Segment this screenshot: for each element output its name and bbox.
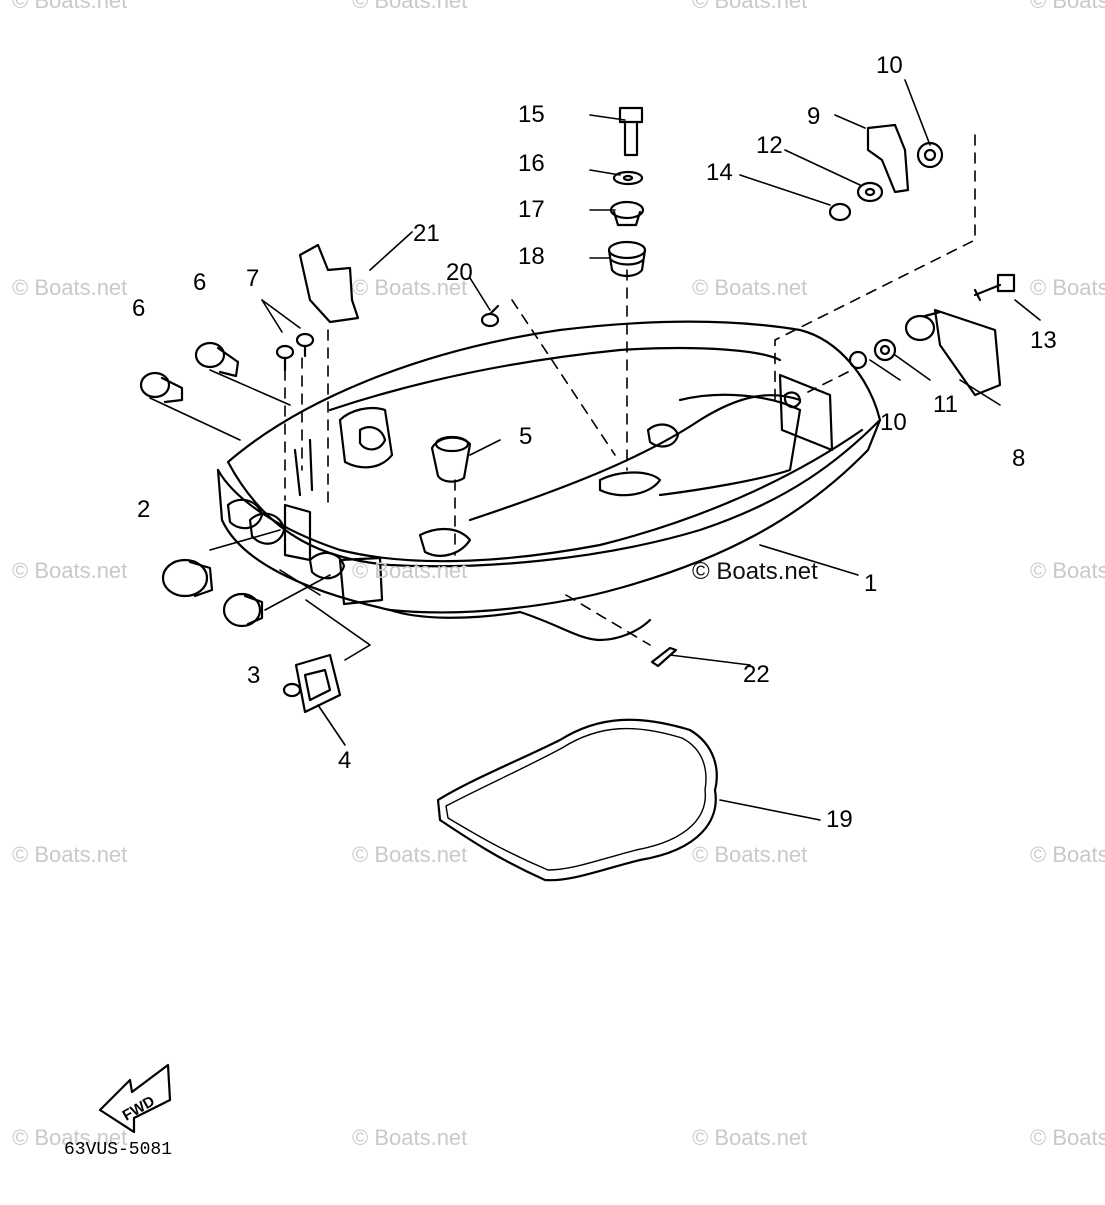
watermark: © Boats.net [12,842,128,867]
watermark: © Boats.net [692,0,808,13]
part-7-pins [275,332,315,372]
part-21-bracket [298,243,360,324]
callout-12: 12 [756,132,783,159]
part-14-nut [828,202,852,222]
watermark: © Boats.net [12,558,128,583]
part-11-washer [873,338,897,362]
fwd-arrow-icon [98,1063,172,1134]
callout-21: 21 [413,220,440,247]
part-4-grommet [282,653,342,714]
callout-17: 17 [518,196,545,223]
watermark: © Boats.net [692,275,808,300]
watermark: © Boats.net [692,558,818,585]
watermark: © Boats.net [352,0,468,13]
part-2-plug [161,558,214,598]
watermark: © Boats.net [352,1125,468,1150]
callout-3: 3 [247,662,261,689]
callout-2: 2 [137,496,151,523]
part-15-bolt [618,106,644,157]
callout-18: 18 [518,243,545,270]
part-8-lever [904,308,1002,397]
part-3-plug [222,592,264,628]
watermark: © Boats.net [692,842,808,867]
callout-14: 14 [706,159,733,186]
callout-11: 11 [933,391,958,418]
watermark: © Boats.net [1030,1125,1105,1150]
diagram-code: 63VUS-5081 [64,1140,173,1160]
callout-6b: 6 [193,269,207,296]
watermark: © Boats.net [1030,0,1105,13]
part-17-collar [609,200,645,227]
part-6-grommet-b [194,341,240,378]
part-18-grommet [607,240,647,278]
watermark: © Boats.net [12,275,128,300]
part-10-nut-a [916,141,944,169]
part-19-gasket [436,718,718,882]
fwd-label: FWD [120,1093,158,1125]
bottom-cowling-drawing [216,320,882,642]
part-6-grommet-a [139,371,184,404]
callout-22: 22 [743,661,770,688]
callout-7: 7 [246,265,260,292]
callout-20: 20 [446,259,473,286]
callout-10a: 10 [876,52,903,79]
callout-5: 5 [519,423,533,450]
callout-8: 8 [1012,445,1026,472]
callout-19: 19 [826,806,853,833]
callout-16: 16 [518,150,545,177]
watermark: © Boats.net [12,0,128,13]
callout-13: 13 [1030,327,1057,354]
part-20-screw [480,304,500,328]
callout-10b: 10 [880,409,907,436]
part-22-label [650,646,678,668]
dashed-guides [284,134,976,646]
watermark: © Boats.net [692,1125,808,1150]
part-13-bolt [973,273,1016,302]
part-5-clip [430,435,472,483]
part-9-bracket [866,123,910,194]
watermark: © Boats.net [1030,275,1105,300]
watermark: © Boats.net [352,275,468,300]
callout-1: 1 [864,570,878,597]
watermark: © Boats.net [352,842,468,867]
callout-15: 15 [518,101,545,128]
watermark: © Boats.net [352,558,468,583]
watermark: © Boats.net [12,1125,128,1150]
callout-9: 9 [807,103,821,130]
part-16-washer [612,170,644,186]
watermark: © Boats.net [1030,558,1105,583]
part-12-washer [856,181,884,203]
watermark: © Boats.net [1030,842,1105,867]
part-10-nut-b [848,350,868,370]
callout-6a: 6 [132,295,146,322]
callout-4: 4 [338,747,352,774]
